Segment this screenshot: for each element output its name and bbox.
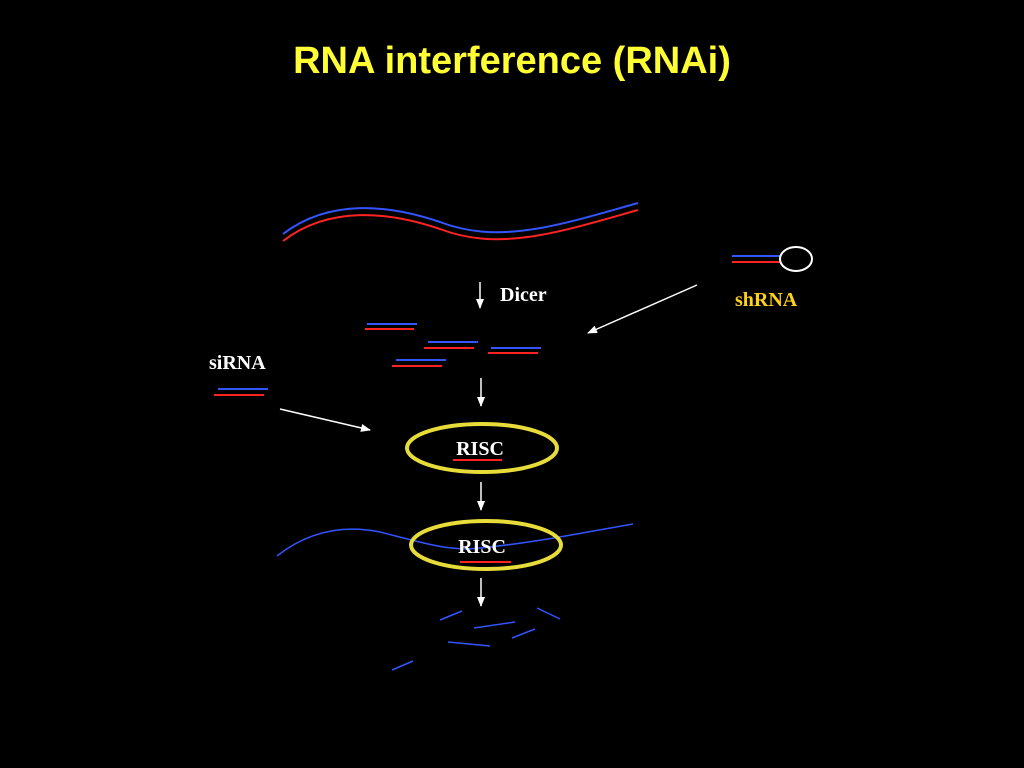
sirna-to-risc-arrow [279, 408, 371, 432]
sirna-fragment [488, 347, 541, 354]
mrna-fragment [439, 610, 463, 621]
sirna-fragment [424, 341, 478, 349]
long-dsrna-blue-strand [282, 202, 639, 235]
long-dsrna [282, 202, 639, 242]
slide-title: RNA interference (RNAi) [293, 40, 731, 82]
mrna-fragment [511, 628, 536, 639]
shrna-hairpin [732, 246, 813, 272]
shrna-label: shRNA [735, 289, 798, 311]
mrna-fragment [391, 660, 414, 671]
sirna-label: siRNA [209, 352, 266, 374]
shrna-to-dicer-arrow [587, 284, 698, 334]
dicer-label: Dicer [500, 284, 547, 306]
risc-outline [405, 422, 559, 474]
sirna-fragment [392, 359, 446, 367]
target-mrna-strand [276, 523, 634, 557]
diced-sirna-fragments [365, 323, 541, 367]
risc-label: RISC [458, 536, 506, 558]
shrna-loop [779, 246, 813, 272]
risc-label: RISC [456, 438, 504, 460]
external-sirna [214, 388, 268, 396]
sirna-fragment [365, 323, 417, 330]
mrna-fragment [473, 621, 516, 629]
long-dsrna-red-strand [282, 209, 639, 242]
degraded-mrna-fragments [391, 607, 561, 671]
risc-complex-bound: RISC [409, 519, 563, 571]
risc-complex-loading: RISC [405, 422, 559, 474]
mrna-fragment [447, 641, 491, 647]
risc-outline [409, 519, 563, 571]
mrna-fragment [536, 607, 561, 620]
